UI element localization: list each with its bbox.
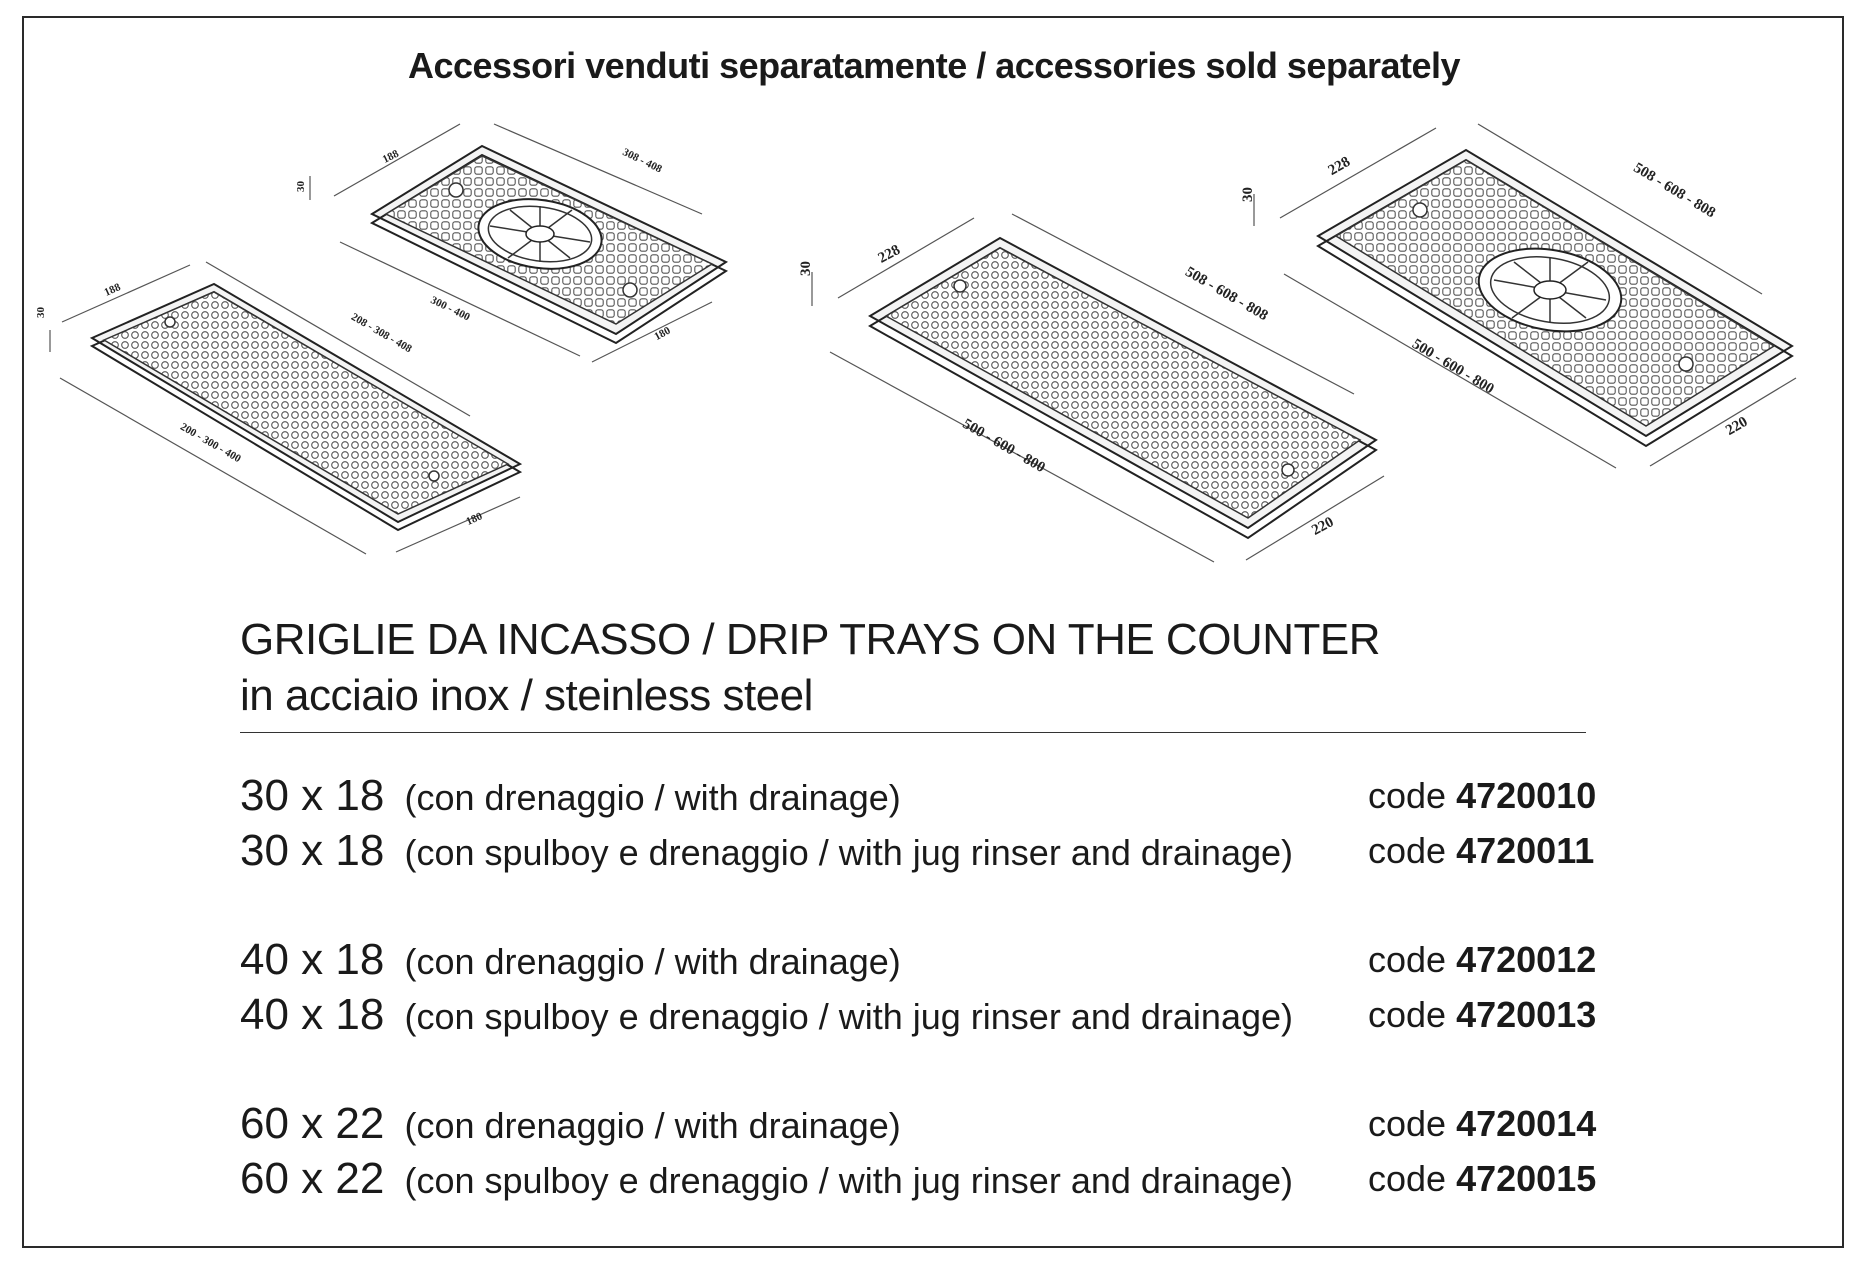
product-row: 30 x 18 (con spulboy e drenaggio / with … (240, 823, 1600, 878)
tray-b-width-label: 188 (381, 148, 402, 166)
product-size: 30 x 18 (240, 771, 385, 820)
tray-c-outer-width-label: 220 (1309, 514, 1336, 539)
product-list: 30 x 18 (con drenaggio / with drainage) … (240, 768, 1600, 1206)
tray-d-width-label: 228 (1326, 154, 1353, 179)
code-label: code (1368, 994, 1447, 1035)
code-number: 4720010 (1456, 775, 1597, 816)
tray-d-outer-width-label: 220 (1723, 414, 1750, 439)
tray-b-outer-width-label: 180 (652, 324, 673, 343)
page-frame (22, 16, 1844, 1248)
drip-trays-drawing: 30 188 208 - 308 - 408 200 - 300 - 400 1… (35, 123, 1797, 563)
code-number: 4720014 (1456, 1103, 1597, 1144)
product-code: code 4720012 (1368, 932, 1596, 987)
product-row: 40 x 18 (con drenaggio / with drainage) … (240, 932, 1600, 987)
product-size: 30 x 18 (240, 826, 385, 875)
code-number: 4720011 (1456, 830, 1595, 871)
title-line-2: in acciaio inox / steinless steel (240, 671, 813, 720)
product-description: (con spulboy e drenaggio / with jug rins… (404, 1160, 1293, 1201)
tray-d-height-label: 30 (1240, 187, 1256, 202)
product-code: code 4720015 (1368, 1151, 1596, 1206)
product-description: (con drenaggio / with drainage) (404, 941, 901, 982)
product-size: 40 x 18 (240, 990, 385, 1039)
product-description: (con spulboy e drenaggio / with jug rins… (404, 832, 1293, 873)
tray-c-length-label: 508 - 608 - 808 (1182, 264, 1270, 324)
code-number: 4720015 (1456, 1158, 1597, 1199)
tray-a-outer-length-label: 200 - 300 - 400 (178, 421, 243, 466)
accessories-header: Accessori venduti separatamente / access… (407, 45, 1461, 86)
product-size: 40 x 18 (240, 935, 385, 984)
product-code: code 4720014 (1368, 1096, 1596, 1151)
tray-b-outer-length-label: 300 - 400 (429, 294, 473, 323)
product-row: 40 x 18 (con spulboy e drenaggio / with … (240, 987, 1600, 1042)
tray-b-length-label: 308 - 408 (621, 146, 665, 175)
product-row: 60 x 22 (con drenaggio / with drainage) … (240, 1096, 1600, 1151)
code-label: code (1368, 775, 1447, 816)
product-code: code 4720011 (1368, 823, 1594, 878)
product-row: 30 x 18 (con drenaggio / with drainage) … (240, 768, 1600, 823)
product-size: 60 x 22 (240, 1099, 385, 1148)
product-description: (con drenaggio / with drainage) (404, 1105, 901, 1146)
tray-c-width-label: 228 (876, 242, 903, 267)
tray-a-length-label: 208 - 308 - 408 (349, 311, 414, 356)
tray-c-height-label: 30 (798, 261, 814, 276)
product-description: (con spulboy e drenaggio / with jug rins… (404, 996, 1293, 1037)
tray-d-length-label: 508 - 608 - 808 (1631, 160, 1719, 221)
code-number: 4720013 (1456, 994, 1597, 1035)
tray-a-outer-width-label: 180 (464, 510, 484, 528)
section-title: GRIGLIE DA INCASSO / DRIP TRAYS ON THE C… (240, 612, 1380, 724)
product-code: code 4720013 (1368, 987, 1596, 1042)
tray-b-height-label: 30 (295, 181, 307, 193)
tray-c-outer-length-label: 500 - 600 - 800 (960, 416, 1048, 476)
code-label: code (1368, 1103, 1447, 1144)
tray-d: 30 228 508 - 608 - 808 500 - 600 - 800 2… (1240, 123, 1797, 469)
code-number: 4720012 (1456, 939, 1597, 980)
code-label: code (1368, 939, 1447, 980)
product-size: 60 x 22 (240, 1154, 385, 1203)
product-description: (con drenaggio / with drainage) (404, 777, 901, 818)
product-row: 60 x 22 (con spulboy e drenaggio / with … (240, 1151, 1600, 1206)
title-line-1: GRIGLIE DA INCASSO / DRIP TRAYS ON THE C… (240, 615, 1380, 664)
product-code: code 4720010 (1368, 768, 1596, 823)
tray-d-outer-length-label: 500 - 600 - 800 (1409, 336, 1497, 397)
divider (240, 732, 1586, 733)
code-label: code (1368, 1158, 1447, 1199)
code-label: code (1368, 830, 1447, 871)
tray-c: 30 228 508 - 608 - 808 500 - 600 - 800 2… (798, 213, 1385, 563)
tray-a-height-label: 30 (35, 307, 47, 319)
